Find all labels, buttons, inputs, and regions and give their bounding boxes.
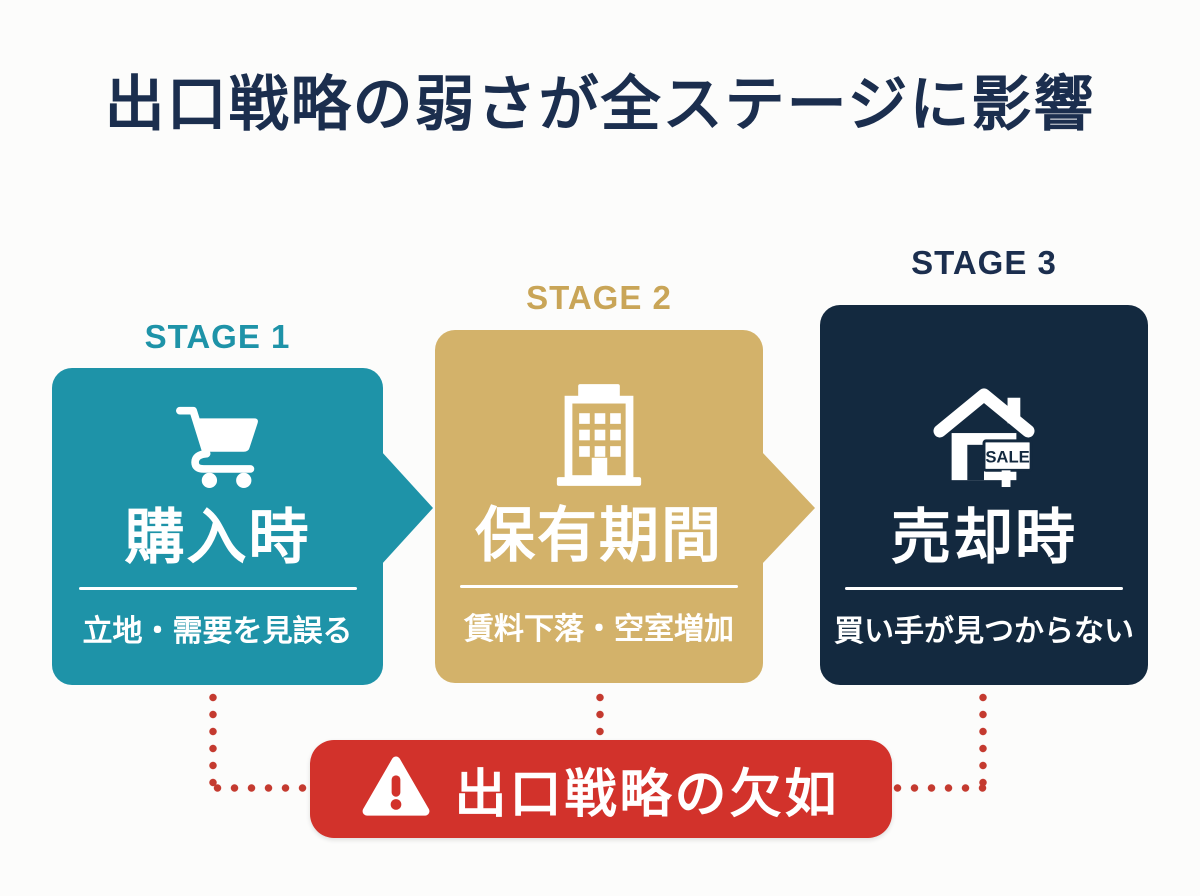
stage3-label: STAGE 3 [911,244,1057,281]
dotted-connector-stage1-vertical [209,689,217,791]
stage3-caption: 買い手が見つからない [834,615,1134,648]
arrow-stage1-to-stage2 [381,451,433,565]
warning-banner-text: 出口戦略の欠如 [454,765,840,824]
stage1-name: 購入時 [124,504,311,571]
page-title: 出口戦略の弱さが全ステージに影響 [104,71,1096,138]
stage1-divider [78,587,357,590]
arrow-stage2-to-stage3 [761,451,815,565]
dotted-connector-stage2-vertical [596,689,604,743]
dotted-connector-stage3-vertical [979,689,987,791]
warning-triangle-icon [362,755,430,823]
stage3-divider [845,587,1123,590]
stage2-label: STAGE 2 [526,279,672,316]
stage1-caption: 立地・需要を見誤る [82,615,353,648]
stage1-label: STAGE 1 [144,318,291,355]
stage1-card: 購入時 立地・需要を見誤る [52,368,383,685]
stage2-caption: 賃料下落・空室増加 [464,613,734,646]
shopping-cart-icon [170,404,266,493]
stage2-name: 保有期間 [475,502,723,569]
dotted-connector-stage1-horizontal [209,784,311,792]
stage2-divider [460,585,738,588]
building-icon [553,384,645,491]
dotted-connector-stage3-horizontal [889,784,987,792]
stage2-card: 保有期間 賃料下落・空室増加 [435,330,763,683]
stage3-name: 売却時 [891,504,1077,571]
warning-banner: 出口戦略の欠如 [310,740,892,838]
house-sale-icon: SALE [930,384,1038,493]
stage3-card: SALE 売却時 買い手が見つからない [820,305,1148,685]
sale-sign-text: SALE [985,447,1029,466]
